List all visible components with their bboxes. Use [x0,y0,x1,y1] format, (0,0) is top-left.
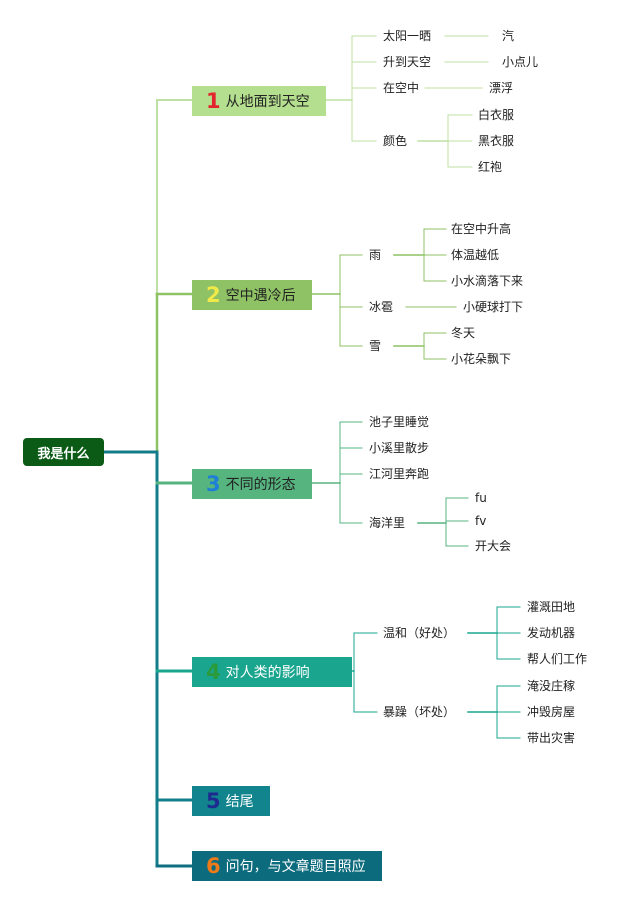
branch-label-2: 空中遇冷后 [225,288,296,304]
topic-3-1: 池子里睡觉 [369,415,430,429]
subtopic-2-2-1: 小硬球打下 [463,300,524,314]
branch-label-4: 对人类的影响 [225,665,310,681]
topic-1-4: 颜色 [383,134,408,148]
subtopic-4-2-2: 冲毁房屋 [527,705,576,719]
branch-label-5: 结尾 [225,794,254,810]
subtopic-2-3-1: 冬天 [451,326,476,340]
branch-label-3: 不同的形态 [225,477,296,493]
topic-1-2: 升到天空 [383,55,432,69]
topic-3-3: 江河里奔跑 [369,467,430,481]
root-label: 我是什么 [37,446,90,462]
topic-1-1: 太阳一晒 [383,29,432,43]
subtopic-1-4-3: 红袍 [478,160,503,174]
subtopic-4-2-1: 淹没庄稼 [527,679,576,693]
subtopic-4-2-3: 带出灾害 [527,731,576,745]
subtopic-2-1-2: 体温越低 [451,248,500,262]
subtopic-3-4-1: fu [475,491,487,505]
subtopic-1-3-1: 漂浮 [489,81,514,95]
branch-number-5: 5 [206,789,221,813]
subtopic-2-1-3: 小水滴落下来 [451,274,524,288]
subtopic-1-2-1: 小点儿 [502,55,539,69]
branch-number-2: 2 [206,283,221,307]
branch-number-3: 3 [206,472,221,496]
branch-number-1: 1 [206,89,221,113]
subtopic-3-4-2: fv [475,514,487,528]
topic-3-4: 海洋里 [369,516,406,530]
branch-number-6: 6 [206,854,221,878]
branch-number-4: 4 [206,660,221,684]
subtopic-1-4-1: 白衣服 [478,108,515,122]
topic-2-2: 冰雹 [369,300,394,314]
topic-4-2: 暴躁（坏处） [383,705,456,719]
subtopic-2-1-1: 在空中升高 [451,222,512,236]
subtopic-4-1-2: 发动机器 [527,626,576,640]
subtopic-3-4-3: 开大会 [475,539,512,553]
subtopic-2-3-2: 小花朵飘下 [451,352,512,366]
subtopic-4-1-3: 帮人们工作 [527,652,588,666]
topic-2-3: 雪 [369,339,382,353]
root-node[interactable]: 我是什么 [23,438,104,466]
topic-2-1: 雨 [369,248,382,262]
subtopic-4-1-1: 灌溉田地 [527,600,576,614]
topic-3-2: 小溪里散步 [369,441,430,455]
topic-4-1: 温和（好处） [383,626,456,640]
subtopic-1-4-2: 黑衣服 [478,134,515,148]
topic-1-3: 在空中 [383,81,420,95]
branch-label-6: 问句，与文章题目照应 [225,859,366,875]
subtopic-1-1-1: 汽 [502,29,515,43]
branch-label-1: 从地面到天空 [225,94,310,110]
